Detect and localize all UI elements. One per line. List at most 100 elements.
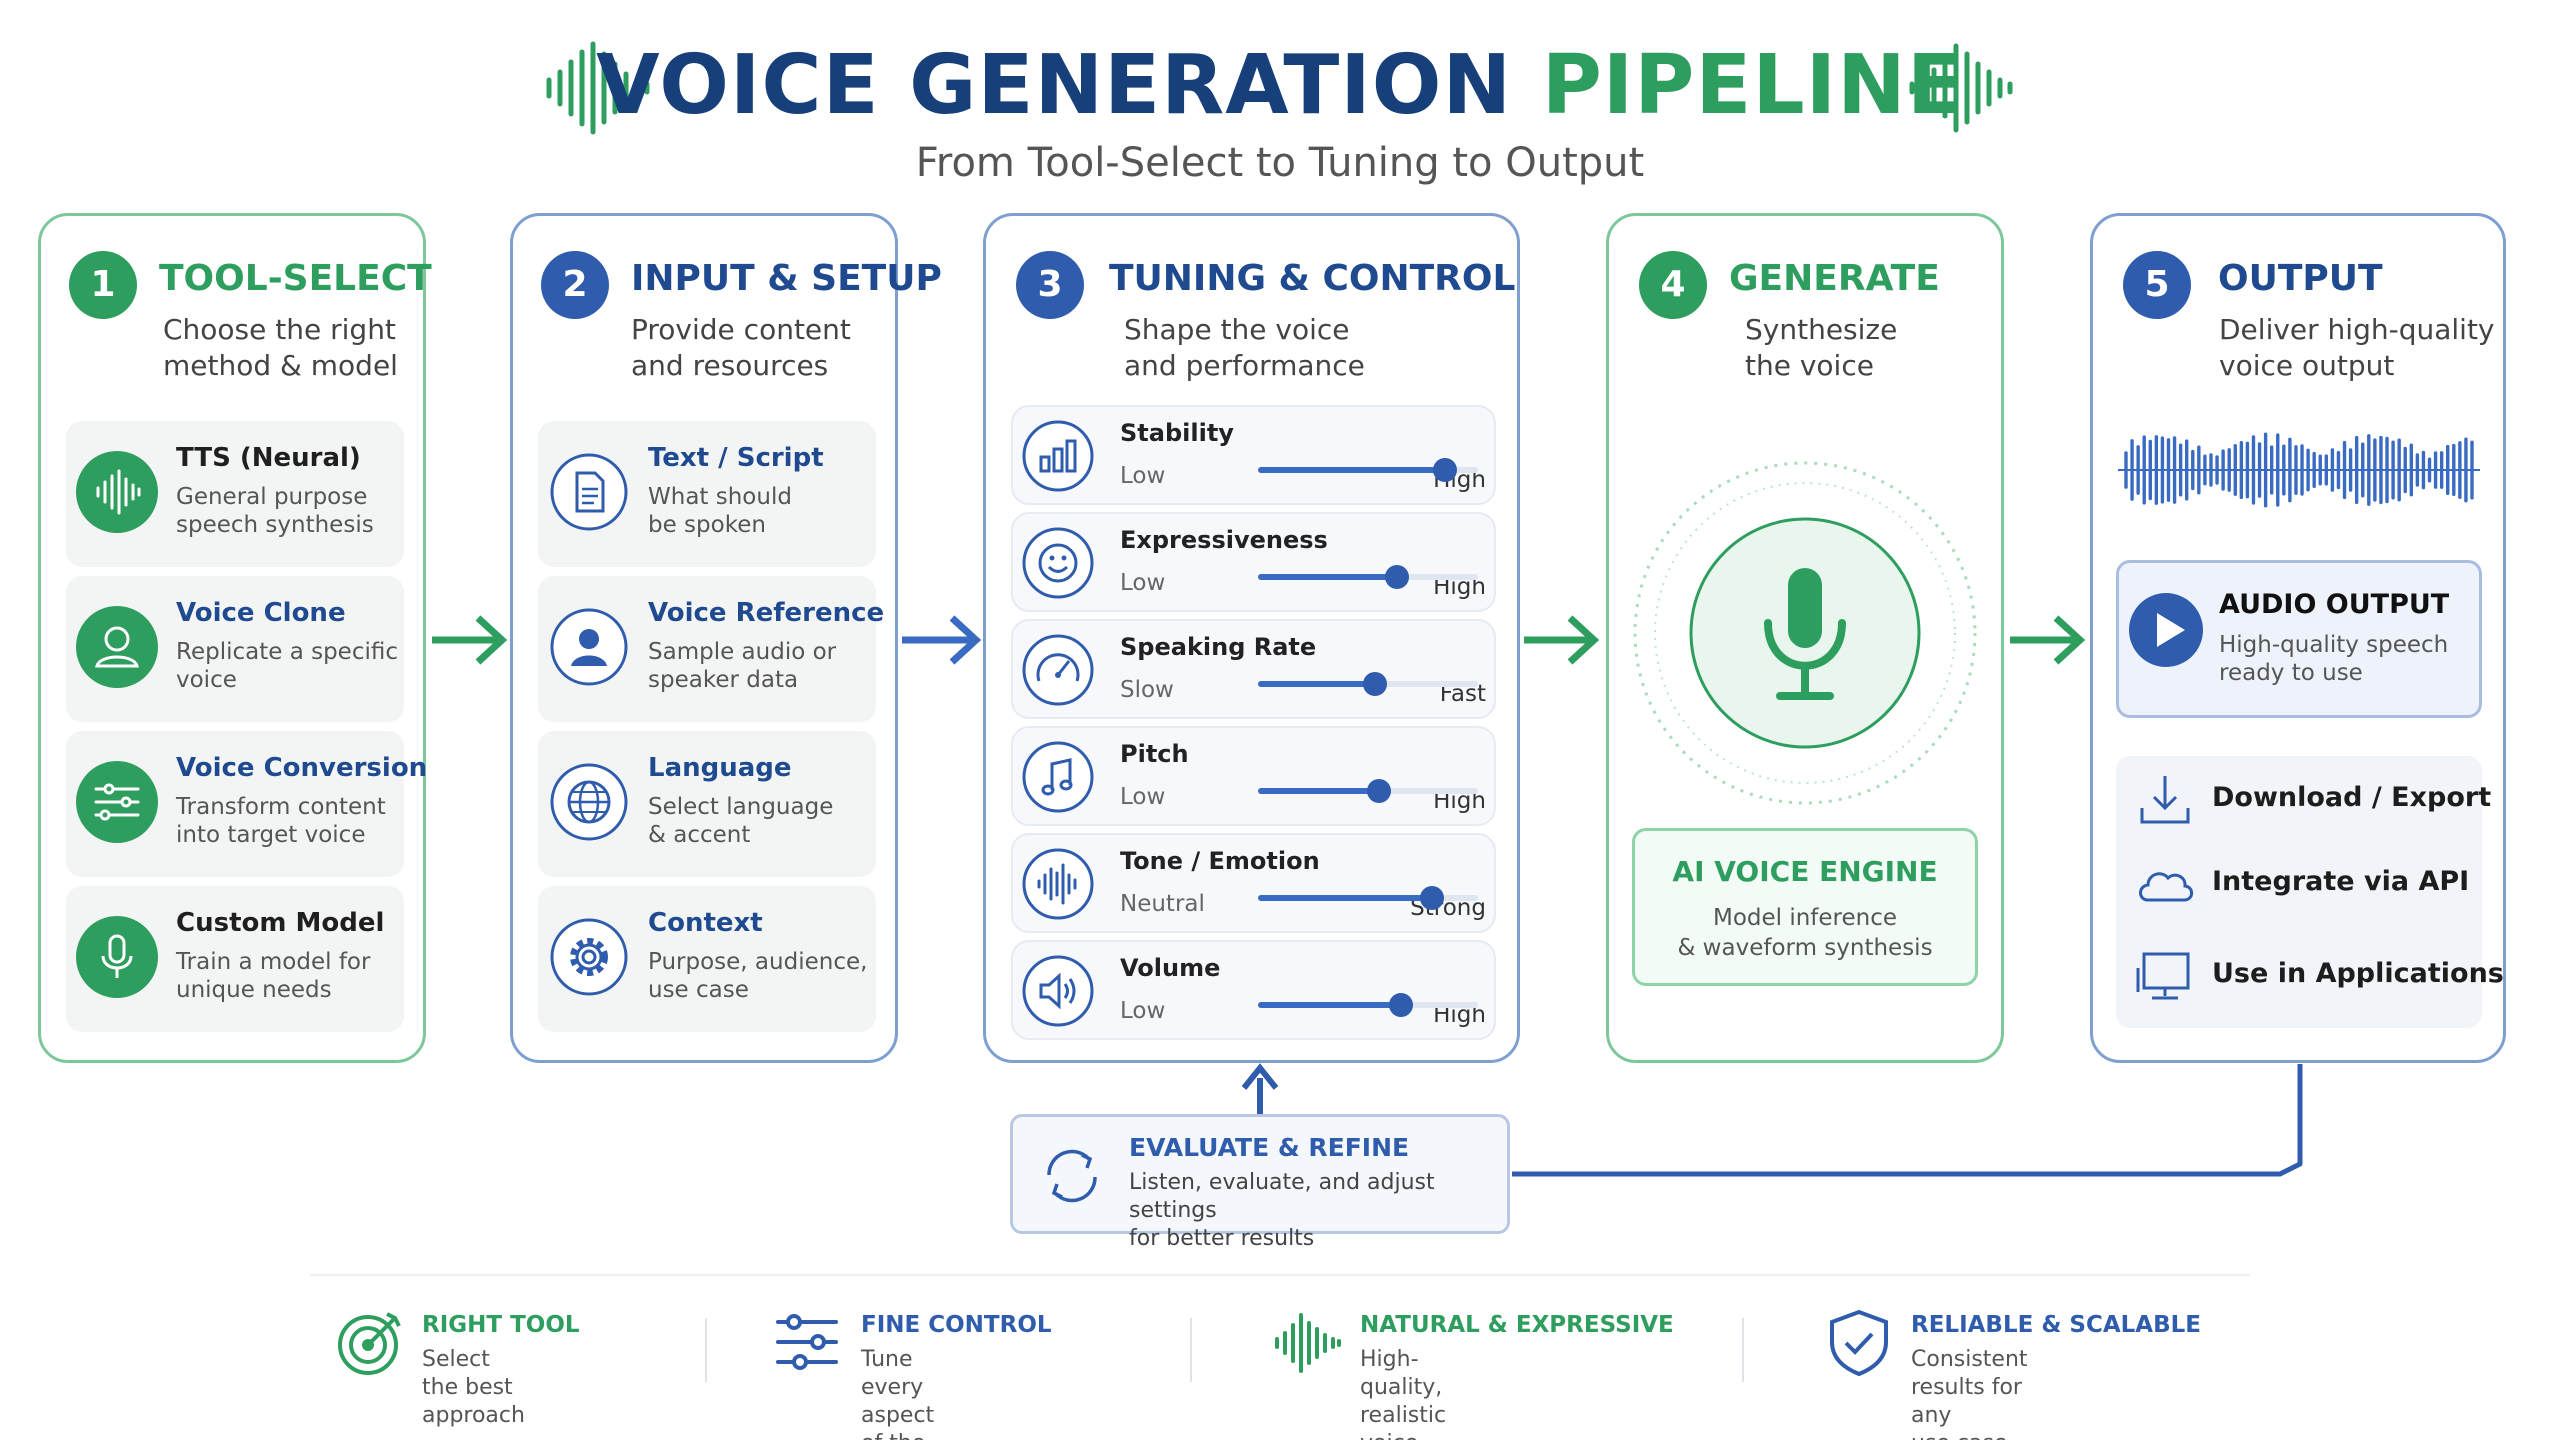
slider-handle[interactable]	[1384, 565, 1409, 589]
item-title: Custom Model	[176, 908, 385, 938]
stage-title: OUTPUT	[2218, 258, 2383, 299]
shield-icon	[1830, 1309, 1888, 1377]
music-note-icon	[1022, 741, 1094, 813]
control-low-label: Neutral	[1120, 891, 1205, 917]
footer-separator	[705, 1318, 707, 1382]
person-icon	[548, 606, 630, 688]
arrow-right-icon	[902, 615, 982, 665]
action-label: Download / Export	[2212, 782, 2492, 813]
control-label: Volume	[1120, 954, 1221, 982]
arrow-right-icon	[432, 615, 508, 665]
item-desc: Transform content into target voice	[176, 794, 386, 848]
slider-handle[interactable]	[1389, 993, 1413, 1017]
stage-number: 4	[1639, 251, 1707, 319]
feature-desc: Tune every aspect of the voice	[861, 1347, 935, 1440]
download-export-button[interactable]: Download / Export	[2116, 756, 2491, 846]
tool-option-voice-clone[interactable]: Voice Clone Replicate a specific voice	[66, 576, 404, 722]
footer-separator	[1190, 1318, 1192, 1382]
feature-desc: High-quality, realistic voice output	[1360, 1347, 1447, 1440]
tool-option-custom-model[interactable]: Custom Model Train a model for unique ne…	[66, 886, 404, 1032]
slider-handle[interactable]	[1362, 672, 1387, 696]
control-label: Tone / Emotion	[1120, 847, 1320, 875]
use-in-applications-button[interactable]: Use in Applications	[2116, 924, 2504, 1028]
control-low-label: Slow	[1120, 677, 1174, 703]
arrow-right-icon	[2010, 615, 2086, 665]
audio-output-desc: High-quality speech ready to use	[2219, 632, 2449, 686]
integrate-api-button[interactable]: Integrate via API	[2116, 840, 2482, 930]
gear-icon	[548, 916, 630, 998]
title-part-2: PIPELINE	[1541, 38, 1964, 133]
slider-track[interactable]	[1258, 458, 1478, 482]
input-context[interactable]: Context Purpose, audience, use case	[538, 886, 876, 1032]
control-label: Expressiveness	[1120, 526, 1328, 554]
stage-title: INPUT & SETUP	[631, 258, 942, 299]
feature-title: RELIABLE & SCALABLE	[1911, 1312, 2202, 1338]
tool-option-tts[interactable]: TTS (Neural) General purpose speech synt…	[66, 421, 404, 567]
item-desc: Replicate a specific voice	[176, 639, 399, 693]
input-language[interactable]: Language Select language & accent	[538, 731, 876, 877]
stage-number: 5	[2123, 251, 2191, 319]
document-icon	[548, 451, 630, 533]
stage-title: GENERATE	[1729, 258, 1940, 299]
stage-tuning-control: 3 TUNING & CONTROL Shape the voice and p…	[983, 213, 1520, 1063]
input-voice-reference[interactable]: Voice Reference Sample audio or speaker …	[538, 576, 884, 722]
item-title: Text / Script	[648, 443, 824, 473]
slider-handle[interactable]	[1419, 886, 1444, 910]
download-icon	[2140, 776, 2190, 824]
slider-track[interactable]	[1258, 993, 1478, 1017]
stage-input-setup: 2 INPUT & SETUP Provide content and reso…	[510, 213, 942, 1063]
item-desc: General purpose speech synthesis	[176, 484, 374, 538]
input-text-script[interactable]: Text / Script What should be spoken	[538, 421, 876, 567]
slider-track[interactable]	[1258, 565, 1478, 589]
slider-fill	[1258, 681, 1375, 687]
speedometer-icon	[1022, 634, 1094, 706]
control-low-label: Low	[1120, 570, 1166, 596]
stage-subtitle: Deliver high-quality voice output	[2219, 313, 2495, 382]
slider-fill	[1258, 467, 1445, 473]
slider-fill	[1258, 574, 1397, 580]
monitor-icon	[2136, 952, 2190, 1000]
stage-subtitle: Choose the right method & model	[163, 313, 398, 382]
control-low-label: Low	[1120, 463, 1166, 489]
slider-track[interactable]	[1258, 886, 1478, 910]
slider-fill	[1258, 1002, 1401, 1008]
slider-handle[interactable]	[1433, 458, 1457, 482]
item-title: Context	[648, 908, 763, 938]
sliders-icon	[76, 761, 158, 843]
control-expressiveness: Expressiveness Low High	[1011, 512, 1496, 612]
control-volume: Volume Low High	[1011, 940, 1496, 1040]
waveform-icon	[1909, 43, 2013, 133]
item-title: Voice Conversion	[176, 753, 428, 783]
play-icon[interactable]	[2127, 591, 2205, 669]
footer-separator	[1742, 1318, 1744, 1382]
evaluate-title: EVALUATE & REFINE	[1129, 1133, 1410, 1162]
engine-desc: Model inference & waveform synthesis	[1677, 905, 1933, 961]
feature-title: FINE CONTROL	[861, 1312, 1052, 1338]
microphone-icon[interactable]	[1630, 458, 1980, 808]
sliders-icon	[776, 1314, 838, 1370]
audio-output-card[interactable]: AUDIO OUTPUT High-quality speech ready t…	[2116, 560, 2482, 718]
speaker-icon	[1022, 955, 1094, 1027]
control-label: Pitch	[1120, 740, 1189, 768]
stage-title: TUNING & CONTROL	[1109, 258, 1516, 299]
stage-title: TOOL-SELECT	[159, 258, 432, 299]
feature-title: RIGHT TOOL	[422, 1312, 580, 1338]
feedback-loop-connector	[1241, 1063, 2303, 1177]
evaluate-desc: Listen, evaluate, and adjust settings fo…	[1129, 1170, 1435, 1251]
item-title: Voice Clone	[176, 598, 346, 628]
footer-divider	[310, 1274, 2250, 1276]
microphone-icon	[76, 916, 158, 998]
stage-tool-select: 1 TOOL-SELECT Choose the right method & …	[38, 213, 432, 1063]
waveform-icon	[2118, 432, 2480, 508]
slider-track[interactable]	[1258, 779, 1478, 803]
slider-track[interactable]	[1258, 672, 1478, 696]
tool-option-voice-conversion[interactable]: Voice Conversion Transform content into …	[66, 731, 427, 877]
engine-title: AI VOICE ENGINE	[1672, 855, 1938, 888]
slider-handle[interactable]	[1367, 779, 1391, 803]
stage-subtitle: Provide content and resources	[631, 313, 851, 382]
feature-desc: Consistent results for any use case	[1911, 1347, 2028, 1440]
item-desc: What should be spoken	[648, 484, 792, 538]
slider-fill	[1258, 895, 1432, 901]
action-label: Use in Applications	[2212, 958, 2504, 989]
control-stability: Stability Low High	[1011, 405, 1496, 505]
